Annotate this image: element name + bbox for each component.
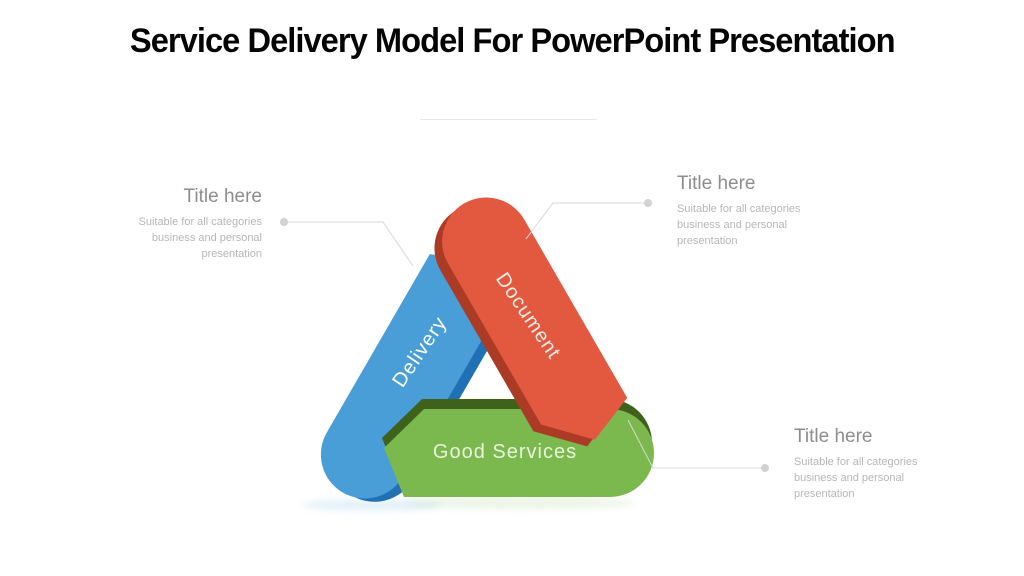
annotation-line-1: Suitable for all categories (138, 216, 262, 228)
annotation-line-2: business and personal (151, 232, 262, 244)
annotation-line-1: Suitable for all categories (794, 456, 918, 468)
connector-dot-top-right (644, 199, 652, 207)
annotation-title: Title here (794, 426, 873, 447)
annotation-title: Title here (677, 173, 756, 194)
delivery-arrow-group (320, 254, 506, 502)
annotation-title: Title here (183, 186, 263, 207)
good-services-label: Good Services (433, 441, 577, 463)
connector-dot-bottom-right (761, 464, 769, 472)
annotation-left: Title here Suitable for all categories b… (52, 186, 262, 262)
slide-title: Service Delivery Model For PowerPoint Pr… (129, 22, 896, 60)
connector-dot-left (280, 218, 288, 226)
title-separator (420, 119, 597, 120)
connector-line-left (288, 221, 414, 267)
annotation-line-2: business and personal (794, 472, 905, 484)
annotation-line-3: presentation (201, 248, 262, 260)
annotation-line-1: Suitable for all categories (677, 203, 801, 215)
delivery-arrow (320, 254, 496, 499)
connector-line-top-right (525, 202, 644, 240)
annotation-bottom-right: Title here Suitable for all categories b… (794, 426, 1004, 502)
annotation-line-2: business and personal (677, 219, 788, 231)
document-arrow-group (434, 197, 628, 447)
annotation-line-3: presentation (677, 235, 738, 247)
good-services-reflection (405, 497, 635, 509)
document-arrow (442, 197, 628, 440)
annotation-line-3: presentation (794, 488, 855, 500)
connector-line-bottom-right (627, 419, 761, 469)
annotation-top-right: Title here Suitable for all categories b… (677, 173, 887, 249)
